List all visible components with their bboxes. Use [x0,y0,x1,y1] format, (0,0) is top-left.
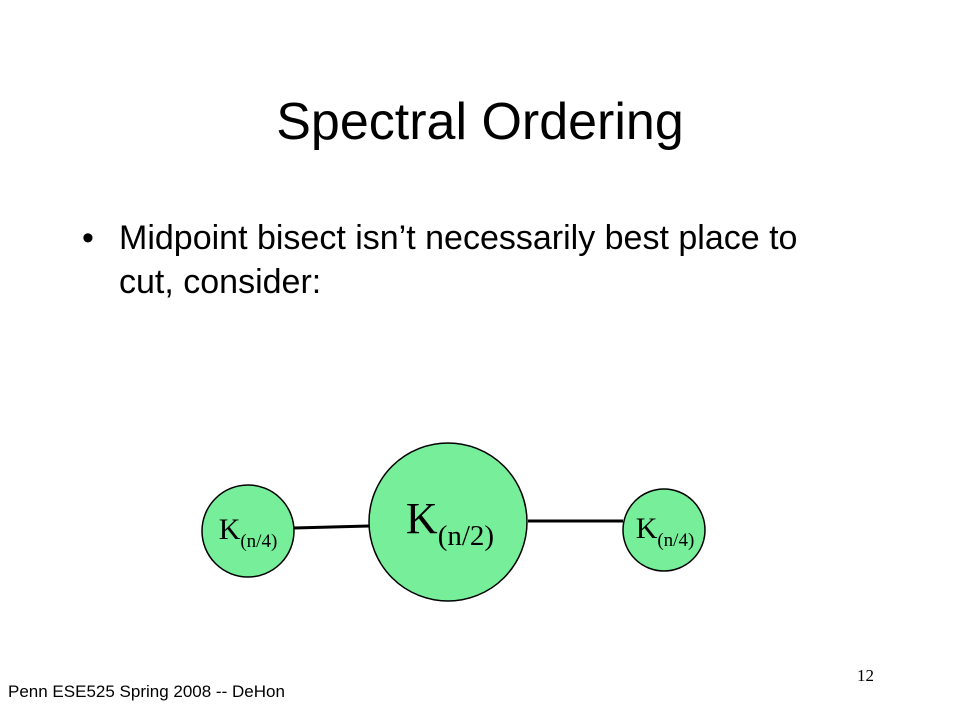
node-right-main: K [636,512,658,545]
page-number: 12 [857,666,874,685]
node-center [368,442,528,602]
node-center-label: K(n/2) [406,494,494,552]
slide-title: Spectral Ordering [276,93,684,151]
node-right-label: K(n/4) [636,512,695,551]
node-center-main: K [406,494,438,543]
bullet-text: Midpoint bisect isn’t necessarily best p… [119,219,798,301]
node-left-label: K(n/4) [219,513,278,552]
footer-text: Penn ESE525 Spring 2008 -- DeHon [8,682,285,701]
node-left [201,484,295,578]
node-left-sub: (n/4) [240,531,277,552]
bullet-marker: • [82,219,94,257]
edge-left [293,524,370,530]
node-right-sub: (n/4) [657,530,694,551]
node-center-sub: (n/2) [438,520,494,552]
node-left-main: K [219,513,241,546]
node-right [622,488,706,572]
